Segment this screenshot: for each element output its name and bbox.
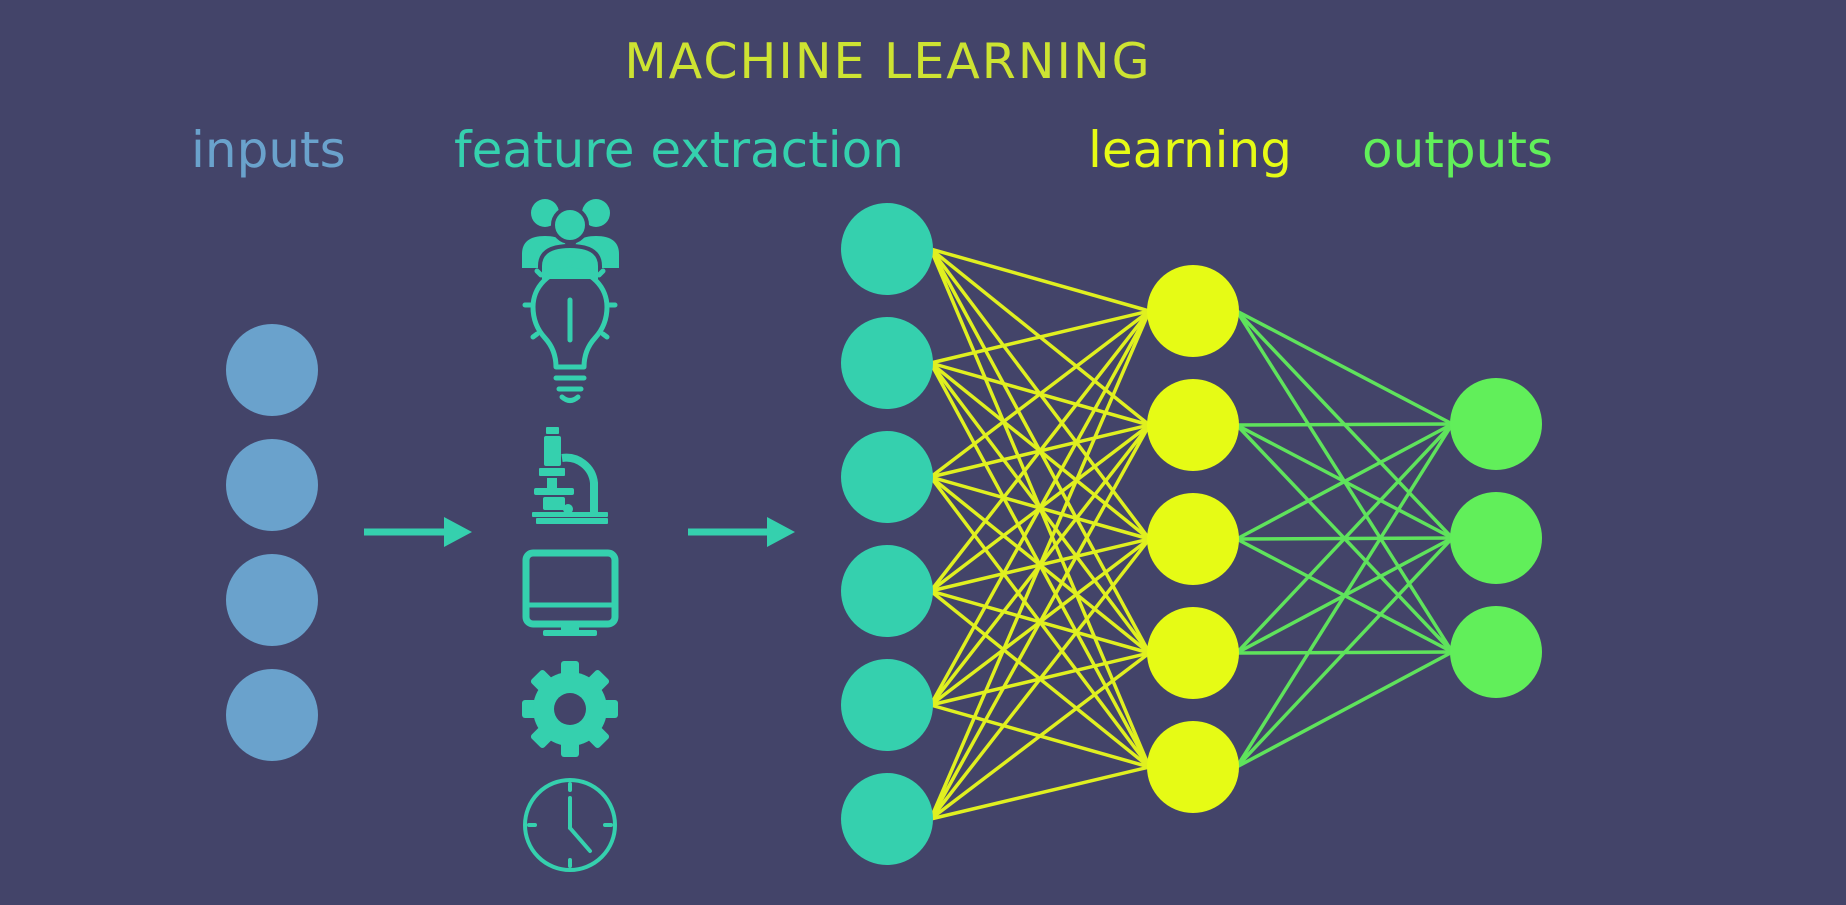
learning-edges	[929, 247, 1151, 821]
learning-node	[1147, 607, 1239, 699]
feature-node	[841, 773, 933, 865]
output-node	[1450, 378, 1542, 470]
arrow-right-icon	[364, 517, 472, 547]
microscope-icon	[532, 427, 608, 524]
network-edge	[929, 309, 1151, 593]
network-edge	[930, 765, 1150, 821]
learning-node	[1147, 721, 1239, 813]
feature-node	[841, 659, 933, 751]
network-edge	[930, 247, 1150, 313]
network-edge	[929, 537, 1151, 821]
feature-node	[841, 545, 933, 637]
output-edges	[1235, 309, 1454, 769]
input-node	[226, 439, 318, 531]
lightbulb-icon	[522, 255, 618, 403]
feature-node	[841, 203, 933, 295]
network-edge	[929, 651, 1151, 821]
feature-node	[841, 317, 933, 409]
arrow-right-icon	[688, 517, 795, 547]
network-edge	[929, 309, 1151, 479]
network-edge	[1236, 422, 1453, 427]
feature-icons	[522, 199, 619, 872]
network-edge	[1235, 309, 1454, 426]
network-edge	[1235, 422, 1454, 541]
network-edge	[1235, 423, 1454, 768]
learning-node	[1147, 493, 1239, 585]
section-label-learning: learning	[1088, 121, 1292, 179]
input-node	[226, 324, 318, 416]
monitor-icon	[522, 549, 619, 636]
section-label-inputs: inputs	[191, 121, 346, 179]
output-node	[1450, 606, 1542, 698]
network-edge	[929, 424, 1151, 820]
network-edge	[930, 309, 1150, 365]
network-edge	[929, 310, 1151, 820]
network-edge	[929, 310, 1151, 706]
section-label-outputs: outputs	[1362, 121, 1553, 179]
network-nodes	[226, 203, 1542, 865]
gear-icon	[522, 661, 618, 757]
network-edge	[1235, 650, 1454, 769]
diagram-title: MACHINE LEARNING	[624, 33, 1152, 90]
input-node	[226, 669, 318, 761]
output-node	[1450, 492, 1542, 584]
section-label-feature-extraction: feature extraction	[454, 121, 904, 179]
network-edge	[1235, 422, 1454, 655]
learning-node	[1147, 265, 1239, 357]
network-edge	[1235, 536, 1454, 769]
feature-node	[841, 431, 933, 523]
clock-icon	[523, 778, 617, 872]
input-node	[226, 554, 318, 646]
learning-node	[1147, 379, 1239, 471]
